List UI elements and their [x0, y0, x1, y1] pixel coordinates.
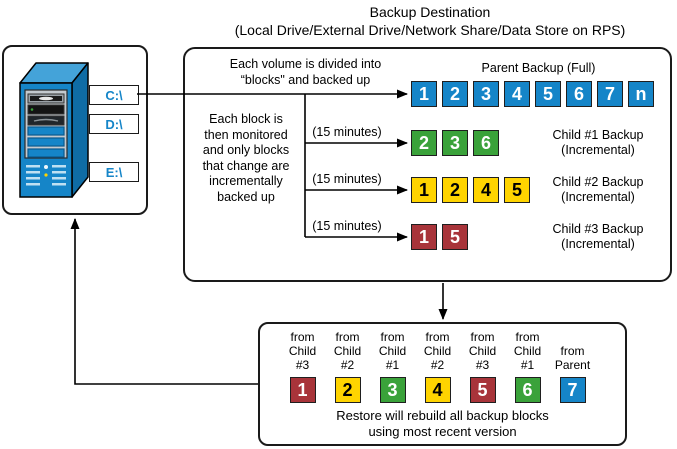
- interval-label-child1: (15 minutes): [312, 125, 382, 139]
- backup-block-4: 4: [504, 81, 530, 107]
- backup-block-2: 2: [411, 130, 437, 156]
- backup-block-1: 1: [411, 177, 437, 203]
- backup-block-6: 6: [566, 81, 592, 107]
- restore-source-label: from Child #2: [423, 330, 452, 372]
- backup-block-3: 3: [473, 81, 499, 107]
- restore-block-1: 1: [289, 377, 316, 403]
- restore-source-label: from Child #3: [468, 330, 497, 372]
- interval-label-child2: (15 minutes): [312, 172, 382, 186]
- restore-column: from Parent 7: [550, 330, 595, 403]
- drive-c-text: C:\: [105, 87, 123, 103]
- restore-caption: Restore will rebuild all backup blocks u…: [336, 408, 549, 439]
- restore-block-4: 4: [424, 377, 451, 403]
- backup-block-5: 5: [535, 81, 561, 107]
- restore-block-6: 6: [514, 377, 541, 403]
- drive-d-text: D:\: [105, 116, 123, 132]
- interval-label-child3: (15 minutes): [312, 219, 382, 233]
- restore-source-label: from Child #3: [288, 330, 317, 372]
- child3-backup-label: Child #3 Backup (Incremental): [552, 222, 644, 251]
- backup-block-6: 6: [473, 130, 499, 156]
- restore-column: from Child #1 3: [370, 330, 415, 403]
- backup-block-5: 5: [504, 177, 530, 203]
- restore-column: from Child #3 5: [460, 330, 505, 403]
- restore-source-label: from Child #2: [333, 330, 362, 372]
- restore-block-2: 2: [334, 377, 361, 403]
- restore-block-3: 3: [379, 377, 406, 403]
- child2-backup-label: Child #2 Backup (Incremental): [552, 175, 644, 204]
- parent-backup-label: Parent Backup (Full): [481, 61, 596, 75]
- restore-block-7: 7: [559, 377, 586, 403]
- restore-source-label: from Child #1: [378, 330, 407, 372]
- volume-note: Each volume is divided into “blocks" and…: [229, 57, 382, 87]
- server-tower-icon: [19, 62, 89, 198]
- drive-label-c: C:\: [89, 85, 139, 105]
- backup-block-1: 1: [411, 81, 437, 107]
- restore-column: from Child #2 2: [325, 330, 370, 403]
- diagram-title: Backup Destination (Local Drive/External…: [183, 3, 677, 39]
- monitor-note: Each block is then monitored and only bl…: [202, 112, 290, 204]
- backup-block-1: 1: [411, 224, 437, 250]
- backup-block-7: 7: [597, 81, 623, 107]
- restore-column: from Child #2 4: [415, 330, 460, 403]
- drive-e-text: E:\: [105, 164, 123, 180]
- title-line2: (Local Drive/External Drive/Network Shar…: [234, 22, 626, 38]
- restore-column: from Child #3 1: [280, 330, 325, 403]
- restore-column: from Child #1 6: [505, 330, 550, 403]
- backup-block-2: 2: [442, 177, 468, 203]
- source-server-box: C:\ D:\ E:\: [2, 45, 148, 215]
- restore-source-label: from Child #1: [513, 330, 542, 372]
- child1-backup-label: Child #1 Backup (Incremental): [552, 128, 644, 157]
- backup-block-4: 4: [473, 177, 499, 203]
- backup-block-2: 2: [442, 81, 468, 107]
- drive-label-d: D:\: [89, 114, 139, 134]
- backup-block-5: 5: [442, 224, 468, 250]
- backup-block-3: 3: [442, 130, 468, 156]
- restore-source-label: from Parent: [554, 344, 591, 372]
- backup-block-n: n: [628, 81, 654, 107]
- drive-label-e: E:\: [89, 162, 139, 182]
- restore-block-5: 5: [469, 377, 496, 403]
- title-line1: Backup Destination: [369, 4, 491, 20]
